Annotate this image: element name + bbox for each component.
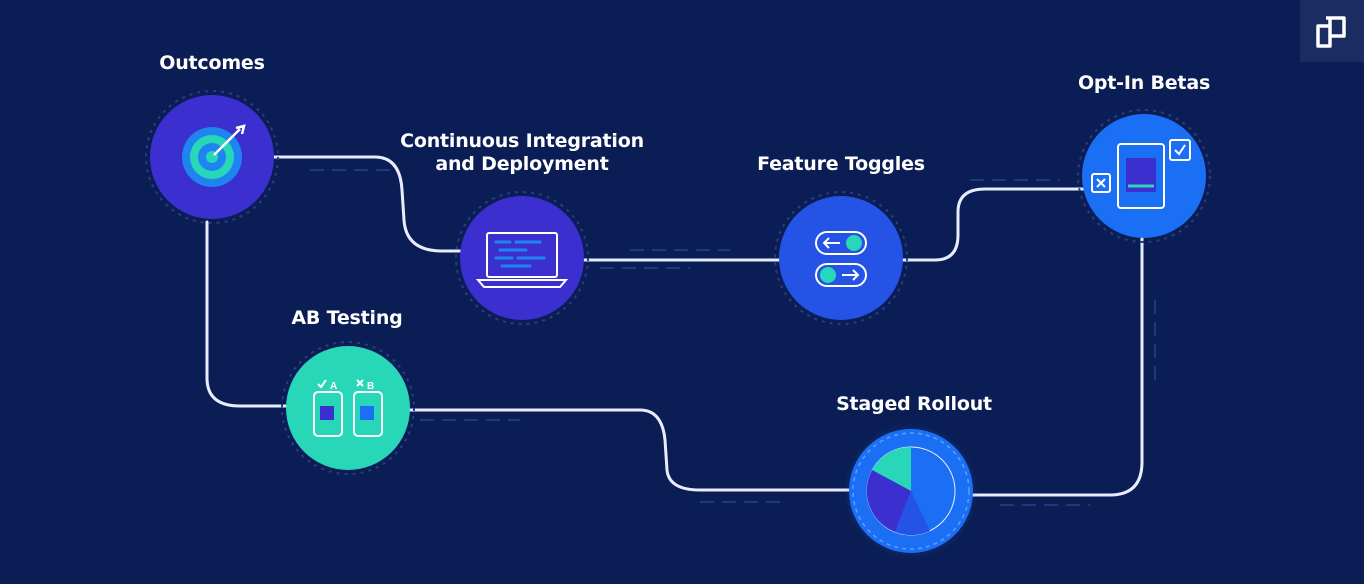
node-ab: A B [281,341,415,475]
connector-outcomes-ci [270,155,464,253]
node-betas [1077,109,1211,243]
tablet-checkmark-icon [1091,139,1191,209]
decorative-dashes [310,169,1156,506]
node-title-ci-line2: and Deployment [435,153,609,175]
node-rollout [843,423,979,559]
pie-chart-icon [866,446,956,536]
brand-logo-icon [1316,16,1346,48]
node-title-betas: Opt-In Betas [1077,72,1211,94]
node-ci [455,191,589,325]
node-title-toggles: Feature Toggles [757,153,925,175]
connector-betas-rollout [970,234,1144,497]
node-title-rollout: Staged Rollout [836,393,992,415]
connector-outcomes-ab [205,220,290,408]
node-title-ab: AB Testing [291,307,403,329]
laptop-code-icon [475,232,569,288]
target-icon [182,124,246,187]
connector-ab-rollout [406,408,854,492]
toggle-switch-icon [815,231,867,287]
connector-toggles-betas [900,187,1087,262]
node-title-outcomes: Outcomes [159,52,265,74]
brand-logo[interactable] [1300,0,1364,62]
node-title-ci-line1: Continuous Integration [400,130,644,152]
node-title-ci: Continuous Integration and Deployment [392,130,652,176]
node-toggles [774,191,908,325]
phones-ab-icon: A B [313,379,383,437]
node-outcomes [145,90,279,224]
ab-label-a: A [330,381,337,392]
connector-lines [205,155,1144,497]
ab-label-b: B [367,381,374,392]
